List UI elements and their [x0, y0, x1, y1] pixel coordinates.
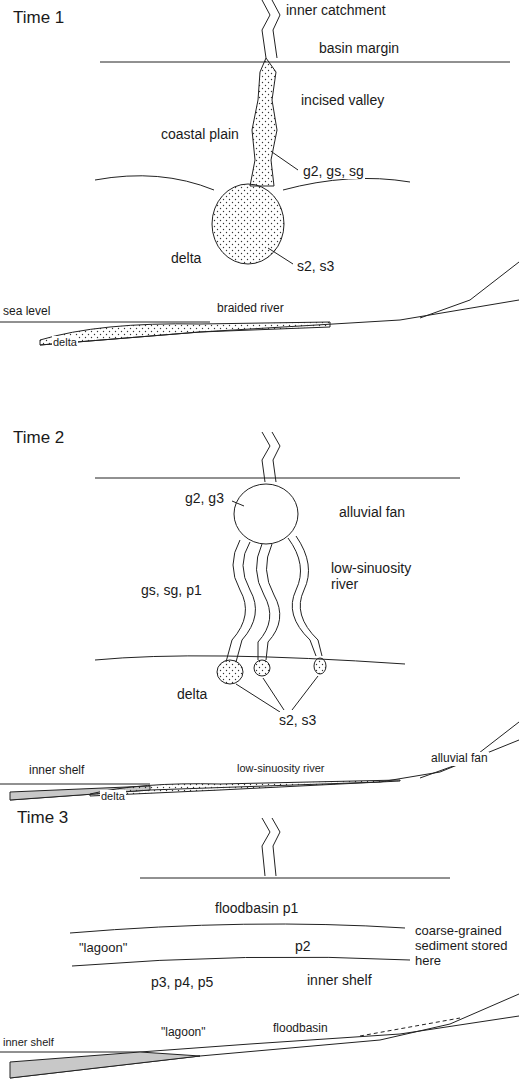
annotation-label: g2, g3	[184, 490, 225, 506]
stored-sediment-line	[360, 1018, 460, 1036]
leader-line	[236, 684, 280, 712]
annotation-label: delta	[52, 336, 78, 349]
basin-margin-line	[140, 878, 450, 879]
river-channel	[288, 538, 316, 656]
ground-profile	[40, 300, 519, 345]
annotation-label: Time 1	[12, 8, 65, 28]
annotation-label: floodbasin	[272, 1022, 329, 1036]
annotation-label: gs, sg, p1	[140, 582, 203, 598]
annotation-label: incised valley	[300, 92, 385, 108]
annotation-label: "lagoon"	[160, 1026, 207, 1040]
ground-profile	[420, 262, 519, 318]
catchment-line	[262, 0, 270, 58]
annotation-label: p3, p4, p5	[150, 974, 214, 990]
catchment-line	[272, 0, 280, 58]
annotation-label: low-sinuosity river	[236, 762, 325, 775]
annotation-label: basin margin	[318, 40, 400, 56]
alluvial-fan	[234, 484, 298, 544]
annotation-label: braided river	[216, 302, 285, 316]
sea-level-line	[0, 322, 210, 323]
ground-profile	[10, 994, 519, 1078]
catchment-line	[272, 432, 280, 482]
annotation-label: low-sinuosity river	[330, 560, 430, 592]
annotation-label: sea level	[2, 305, 51, 319]
sea-level-line	[0, 1052, 140, 1053]
catchment-line	[262, 432, 270, 482]
annotation-label: inner shelf	[306, 972, 373, 988]
annotation-label: Time 2	[12, 428, 65, 448]
annotation-label: delta	[100, 790, 126, 803]
basin-margin-line	[100, 62, 510, 63]
incised-valley-fill	[250, 58, 277, 186]
river-channel	[226, 540, 245, 662]
leader-line	[232, 501, 244, 506]
shoreline	[283, 178, 410, 190]
shelf-mud	[10, 1052, 200, 1078]
leader-line	[263, 678, 284, 710]
annotation-label: inner shelf	[2, 1036, 55, 1049]
annotation-label: coarse-grained sediment stored here	[414, 924, 516, 969]
braided-river-deposit	[40, 322, 330, 345]
delta-lobe	[212, 184, 284, 264]
annotation-label: g2, gs, sg	[302, 163, 365, 179]
annotation-label: "lagoon"	[78, 941, 128, 956]
river-channel	[236, 542, 255, 662]
annotation-label: s2, s3	[278, 712, 317, 728]
annotation-label: inner catchment	[285, 2, 387, 18]
basin-margin-line	[95, 478, 460, 479]
ground-profile	[140, 1016, 519, 1052]
annotation-label: inner shelf	[28, 764, 85, 778]
delta-lobe	[217, 660, 243, 684]
river-channel	[296, 536, 322, 656]
annotation-label: s2, s3	[296, 258, 335, 274]
catchment-line	[262, 818, 270, 876]
sea-level-line	[0, 784, 150, 785]
leader-line	[292, 676, 318, 710]
leader-line	[268, 248, 293, 264]
ground-profile	[420, 722, 519, 778]
delta-lobe	[254, 660, 270, 676]
delta-lobe	[314, 658, 326, 674]
annotation-label: alluvial fan	[338, 504, 406, 520]
annotation-label: floodbasin p1	[214, 900, 299, 916]
annotation-label: Time 3	[16, 808, 69, 828]
leader-line	[272, 152, 298, 170]
shoreline	[95, 656, 405, 664]
river-deposit	[90, 780, 400, 796]
annotation-label: p2	[294, 938, 312, 954]
river-channel	[266, 544, 280, 660]
annotation-label: alluvial fan	[430, 752, 489, 766]
catchment-line	[272, 818, 280, 876]
annotation-label: delta	[176, 686, 208, 702]
lagoon-boundary	[70, 924, 405, 933]
shoreline	[95, 176, 214, 190]
lagoon-boundary	[72, 957, 410, 966]
annotation-label: coastal plain	[160, 126, 240, 142]
annotation-label: delta	[170, 250, 202, 266]
